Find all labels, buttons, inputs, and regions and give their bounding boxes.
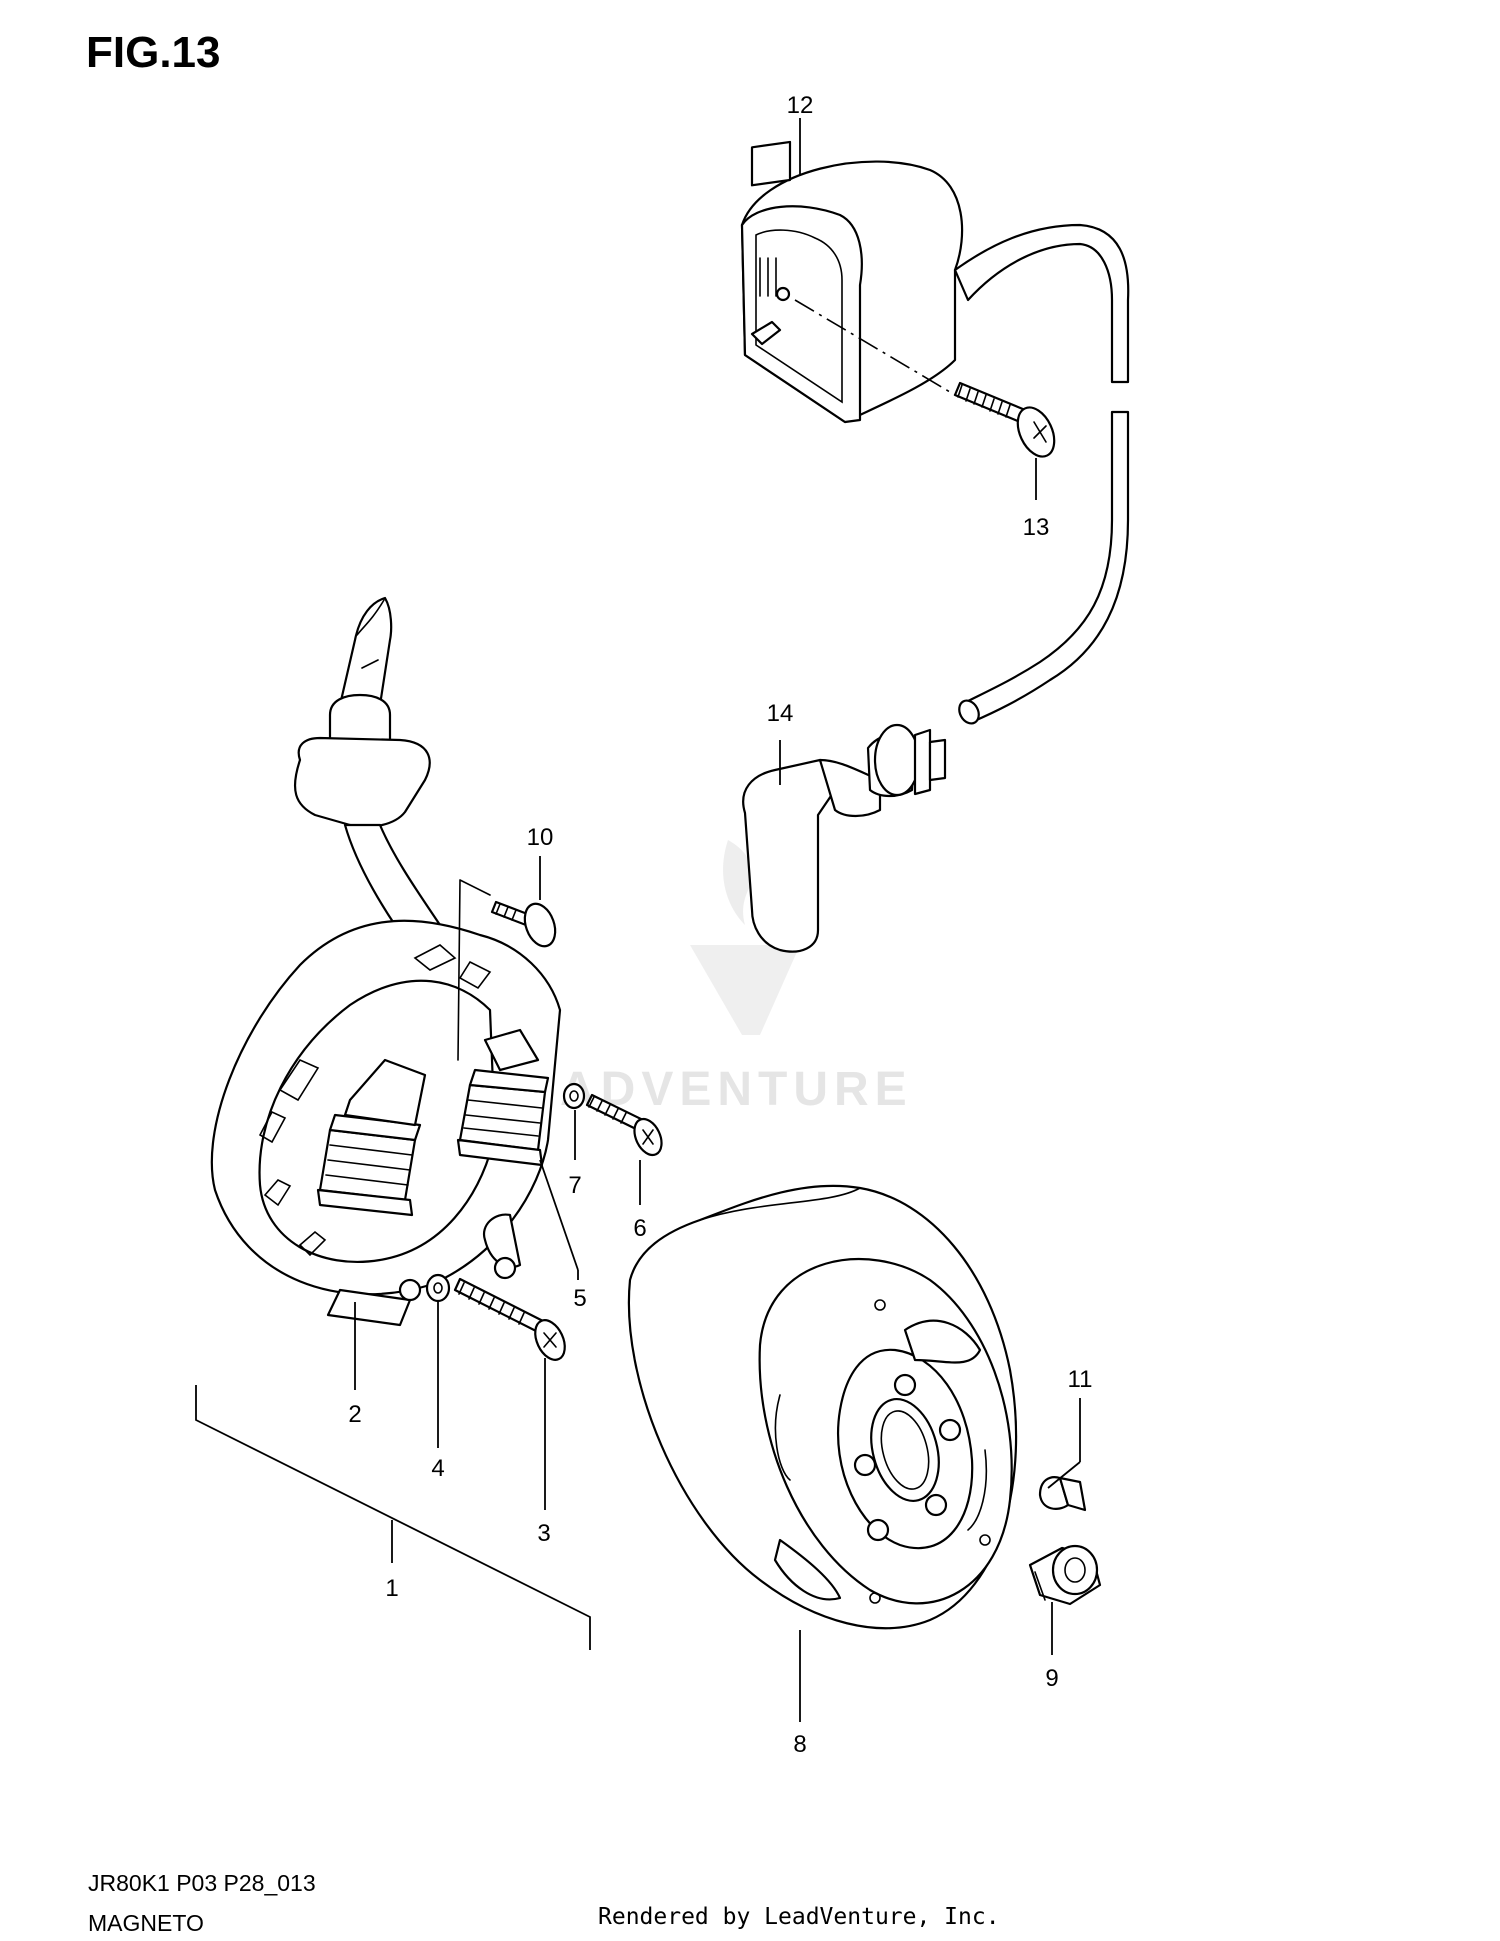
callout-9: 9 — [1045, 1665, 1058, 1692]
stator-mounting-screw[interactable] — [453, 1277, 571, 1365]
bracket-screw[interactable] — [490, 900, 561, 951]
stator-plate[interactable] — [210, 919, 562, 1327]
ignition-coil[interactable] — [740, 140, 1130, 727]
woodruff-key[interactable] — [1038, 1476, 1087, 1512]
callout-11: 11 — [1068, 1366, 1093, 1393]
coil-mounting-centerline — [794, 299, 956, 396]
coil-mounting-screw[interactable] — [585, 1093, 667, 1159]
callout-leaders — [195, 118, 1081, 1722]
callout-7: 7 — [568, 1172, 581, 1199]
callout-2: 2 — [348, 1401, 361, 1428]
coil-screw[interactable] — [953, 381, 1061, 462]
stator-wire-harness[interactable] — [293, 596, 442, 927]
stator-wire-bracket — [457, 879, 491, 1061]
coil-washer[interactable] — [562, 1082, 586, 1110]
spark-plug-cap[interactable] — [742, 723, 947, 953]
callout-1: 1 — [385, 1575, 398, 1602]
callout-10: 10 — [527, 824, 554, 851]
callout-4: 4 — [431, 1455, 444, 1482]
section-name: MAGNETO — [88, 1910, 204, 1936]
callout-labels: 12 13 14 10 7 6 5 2 4 3 11 1 9 8 — [348, 92, 1092, 1758]
render-credit: Rendered by LeadVenture, Inc. — [598, 1904, 1000, 1930]
figure-title: FIG.13 — [86, 28, 221, 77]
callout-14: 14 — [767, 700, 794, 727]
callout-13: 13 — [1023, 514, 1050, 541]
flywheel-nut[interactable] — [1028, 1544, 1102, 1606]
leadventure-watermark: ADVENTURE — [560, 840, 907, 1116]
callout-8: 8 — [793, 1731, 806, 1758]
flywheel-rotor[interactable] — [627, 1184, 1018, 1630]
model-code: JR80K1 P03 P28_013 — [88, 1870, 316, 1896]
callout-12: 12 — [787, 92, 814, 119]
stator-washer[interactable] — [425, 1273, 451, 1303]
callout-3: 3 — [537, 1520, 550, 1547]
callout-5: 5 — [573, 1285, 586, 1312]
callout-6: 6 — [633, 1215, 646, 1242]
